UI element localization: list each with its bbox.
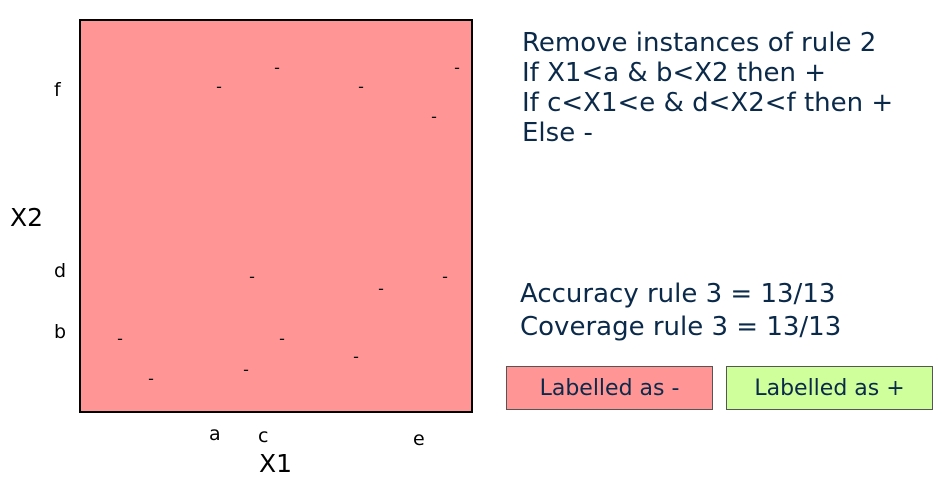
legend-positive: Labelled as + xyxy=(726,366,933,410)
negative-point: - xyxy=(274,58,280,77)
plot-area: - - - - - - - - - - - - - xyxy=(79,19,473,413)
y-tick-d: d xyxy=(54,260,67,282)
negative-point: - xyxy=(148,369,154,388)
negative-point: - xyxy=(353,347,359,366)
negative-point: - xyxy=(358,77,364,96)
y-axis-label: X2 xyxy=(10,203,44,232)
negative-point: - xyxy=(378,279,384,298)
x-tick-a: a xyxy=(209,423,221,445)
negative-point: - xyxy=(243,360,249,379)
y-tick-f: f xyxy=(54,79,61,101)
negative-point: - xyxy=(216,77,222,96)
rule-line: Remove instances of rule 2 xyxy=(522,28,877,58)
negative-point: - xyxy=(442,267,448,286)
legend-negative: Labelled as - xyxy=(506,366,713,410)
negative-point: - xyxy=(117,329,123,348)
x-tick-c: c xyxy=(258,425,269,447)
negative-point: - xyxy=(454,58,460,77)
rule-line: If c<X1<e & d<X2<f then + xyxy=(522,88,894,118)
negative-point: - xyxy=(431,107,437,126)
x-tick-e: e xyxy=(413,428,425,450)
rule-stats: Accuracy rule 3 = 13/13 Coverage rule 3 … xyxy=(520,278,841,344)
x-axis-label: X1 xyxy=(259,449,293,478)
legend-positive-label: Labelled as + xyxy=(754,375,905,401)
rule-line: If X1<a & b<X2 then + xyxy=(522,58,827,88)
coverage-text: Coverage rule 3 = 13/13 xyxy=(520,312,842,342)
accuracy-text: Accuracy rule 3 = 13/13 xyxy=(520,279,836,309)
negative-point: - xyxy=(279,329,285,348)
negative-point: - xyxy=(249,267,255,286)
rule-line: Else - xyxy=(522,118,593,148)
legend-negative-label: Labelled as - xyxy=(539,375,680,401)
y-tick-b: b xyxy=(54,321,67,343)
rule-list: Remove instances of rule 2 If X1<a & b<X… xyxy=(522,28,893,148)
